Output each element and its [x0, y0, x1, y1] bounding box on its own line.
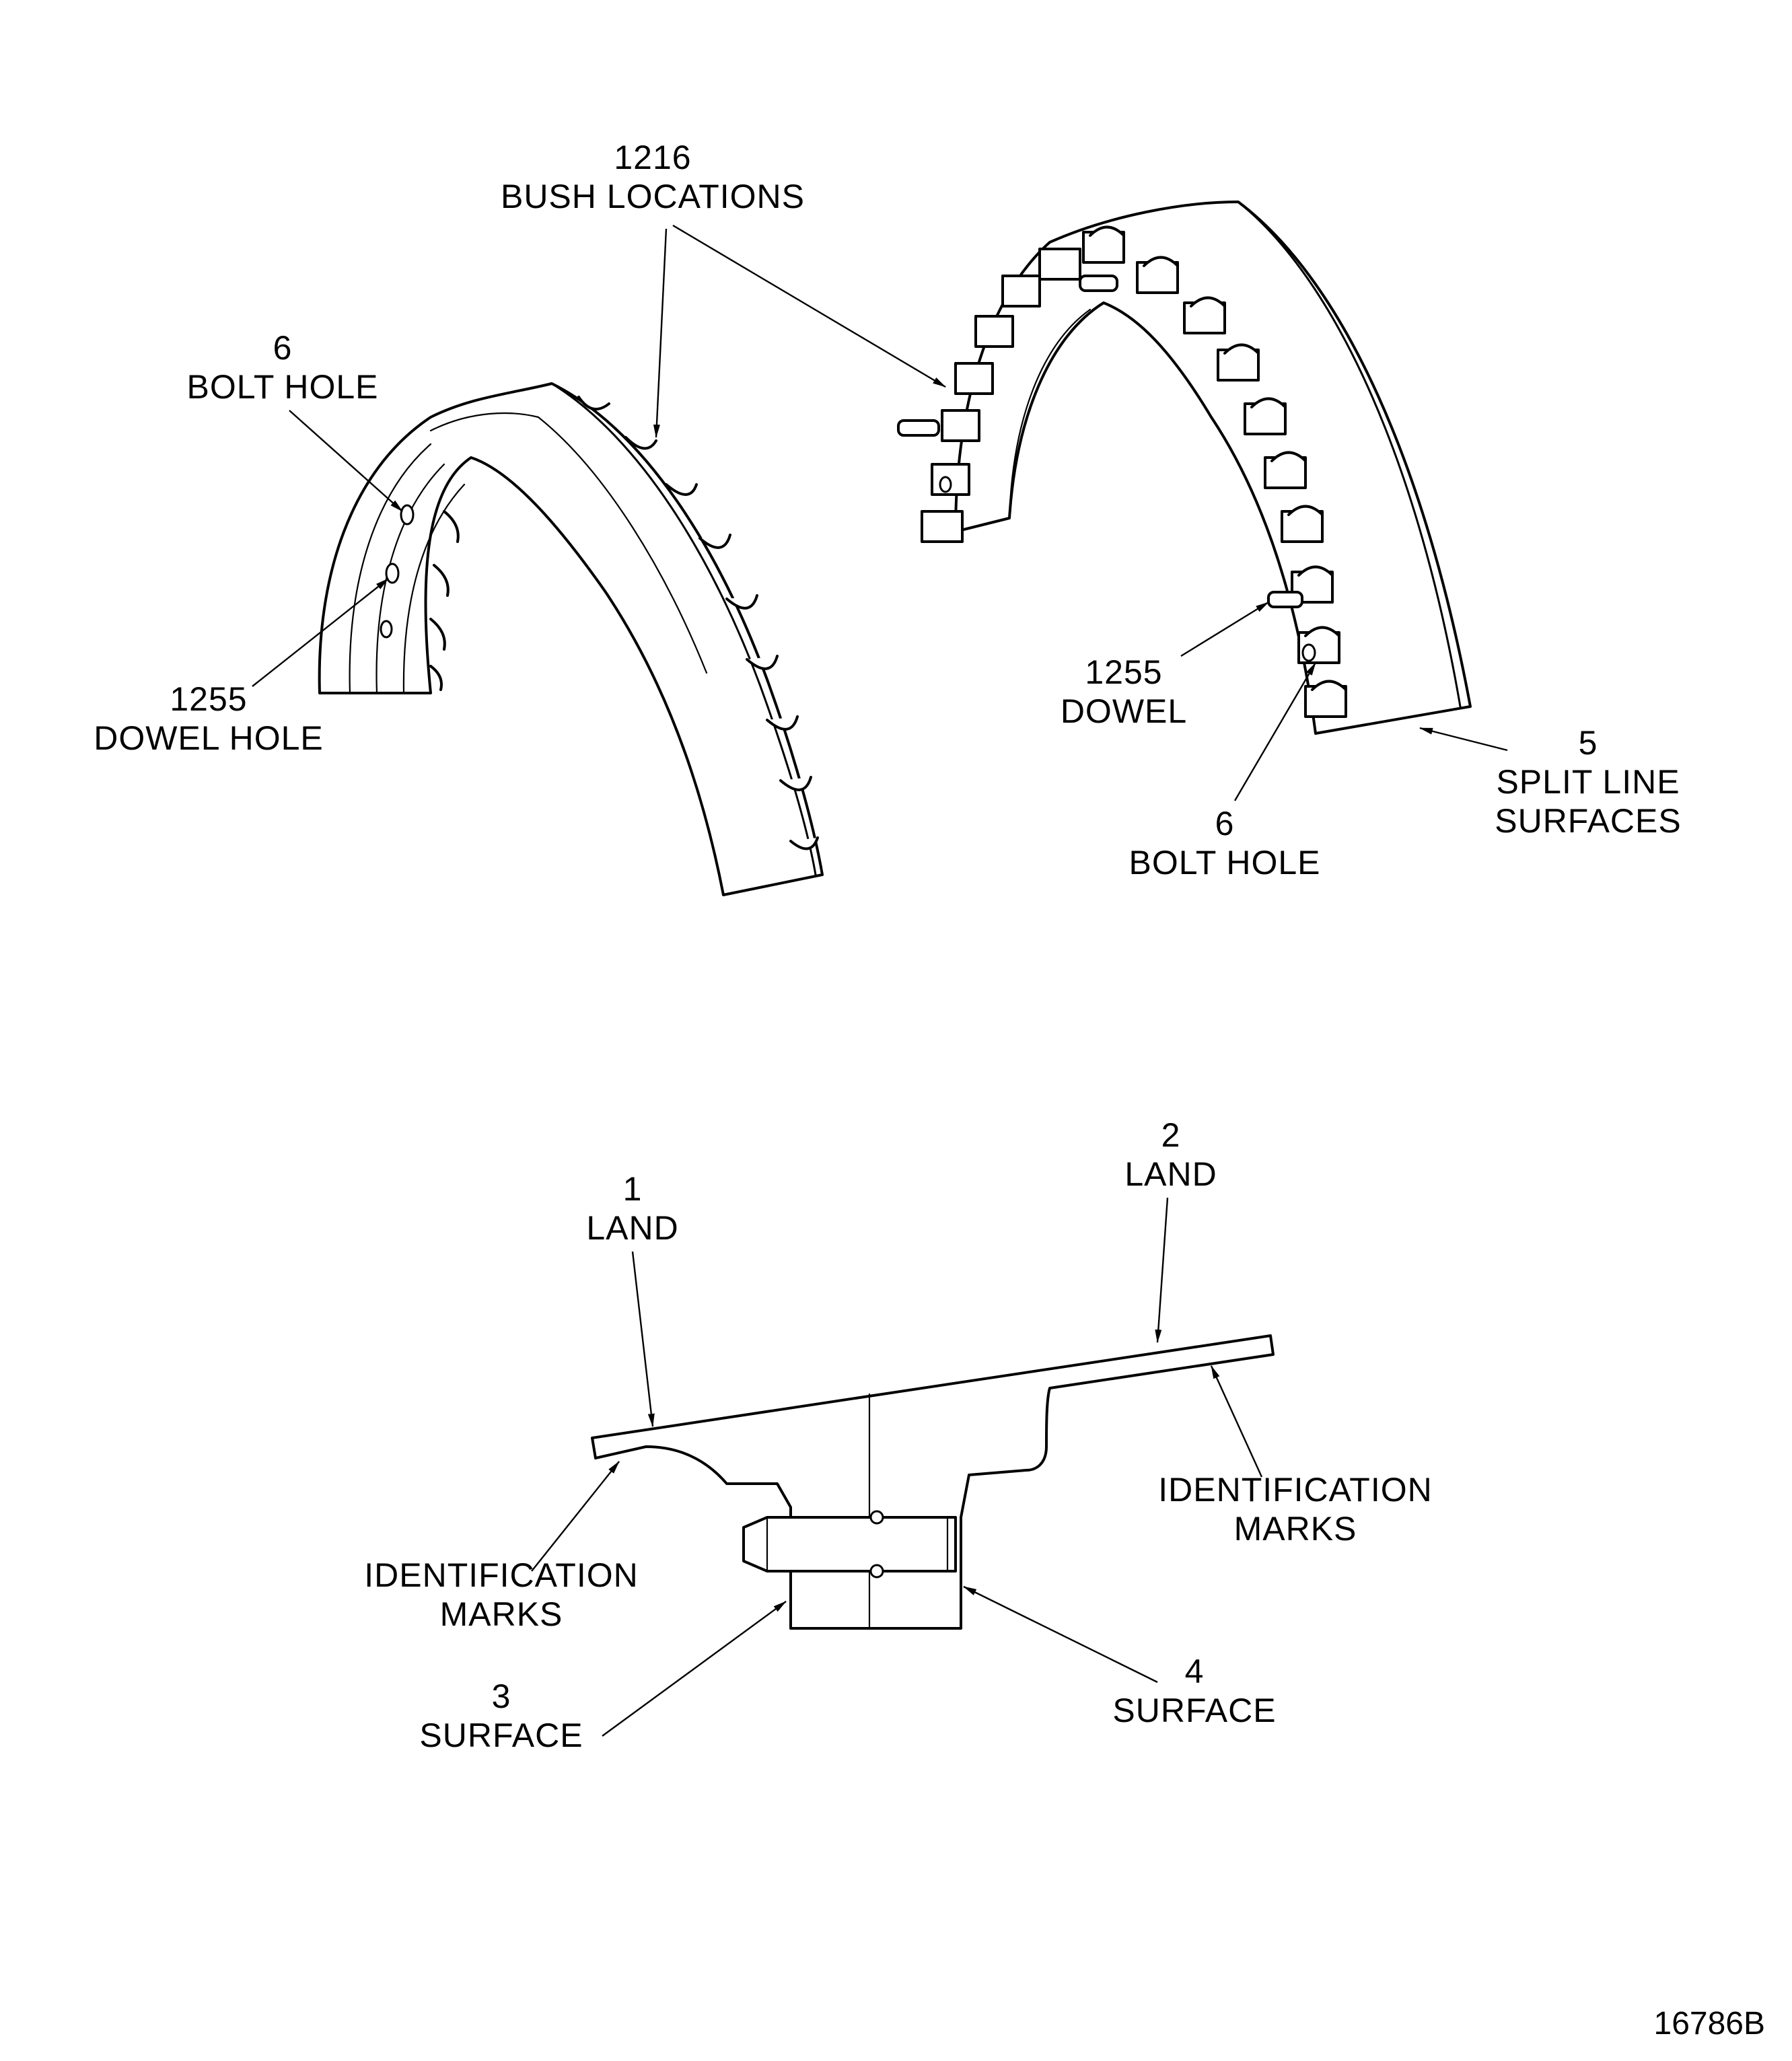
surface-3-number: 3 — [491, 1677, 511, 1715]
left-ring-half — [318, 382, 824, 896]
split-line-text-2: SURFACES — [1495, 802, 1682, 840]
land-2-number: 2 — [1161, 1116, 1181, 1154]
label-dowel: 1255 DOWEL — [1036, 653, 1211, 731]
label-surface-4: 4 SURFACE — [1090, 1652, 1299, 1730]
dowel-number: 1255 — [1085, 653, 1163, 691]
id-marks-right-text-1: IDENTIFICATION — [1158, 1471, 1433, 1509]
land-1-text: LAND — [586, 1209, 679, 1247]
dowel-hole-text: DOWEL HOLE — [94, 719, 324, 757]
label-bolt-hole-right: 6 BOLT HOLE — [1104, 804, 1346, 882]
label-bush-locations: 1216 BUSH LOCATIONS — [464, 138, 841, 216]
right-ring-bush-recesses — [1089, 225, 1347, 691]
bolt-element — [742, 1516, 957, 1572]
split-line-text-1: SPLIT LINE — [1496, 763, 1680, 801]
left-dowel-hole — [385, 563, 400, 584]
leader-lines — [252, 224, 1508, 1737]
id-marks-right-text-2: MARKS — [1233, 1510, 1357, 1548]
dowel-text: DOWEL — [1060, 692, 1188, 730]
surface-4-text: SURFACE — [1112, 1692, 1277, 1729]
cross-section-view — [591, 1334, 1275, 1630]
label-split-line-surfaces: 5 SPLIT LINE SURFACES — [1474, 723, 1703, 840]
land-2-text: LAND — [1124, 1155, 1217, 1193]
right-ring-teeth — [921, 231, 1347, 718]
label-land-1: 1 LAND — [552, 1169, 713, 1248]
figure-number: 16786B — [1653, 2006, 1766, 2041]
label-dowel-hole: 1255 DOWEL HOLE — [81, 680, 336, 758]
label-surface-3: 3 SURFACE — [397, 1677, 606, 1755]
bush-locations-number: 1216 — [614, 139, 692, 176]
right-ring-dowels — [897, 275, 1303, 608]
bolt-hole-right-text: BOLT HOLE — [1128, 844, 1321, 881]
label-bolt-hole-left: 6 BOLT HOLE — [162, 328, 404, 406]
dowel-hole-number: 1255 — [170, 680, 248, 718]
bolt-hole-left-text: BOLT HOLE — [186, 368, 379, 406]
bush-locations-text: BUSH LOCATIONS — [500, 178, 805, 215]
left-ring-body — [318, 382, 824, 896]
land-1-number: 1 — [622, 1170, 643, 1208]
label-land-2: 2 LAND — [1090, 1116, 1252, 1194]
left-ring-scallops — [429, 396, 819, 851]
label-identification-marks-left: IDENTIFICATION MARKS — [343, 1556, 659, 1634]
label-identification-marks-right: IDENTIFICATION MARKS — [1137, 1470, 1454, 1548]
left-bolt-hole — [400, 504, 415, 526]
id-marks-left-text-1: IDENTIFICATION — [364, 1556, 639, 1594]
surface-4-number: 4 — [1184, 1653, 1205, 1690]
id-marks-left-text-2: MARKS — [439, 1595, 563, 1633]
bolt-hole-right-number: 6 — [1215, 805, 1235, 842]
bolt-hole-left-number: 6 — [273, 329, 293, 367]
surface-3-text: SURFACE — [419, 1716, 583, 1754]
right-ring-half — [897, 201, 1472, 735]
land-plate — [591, 1334, 1275, 1630]
split-line-number: 5 — [1578, 724, 1598, 762]
